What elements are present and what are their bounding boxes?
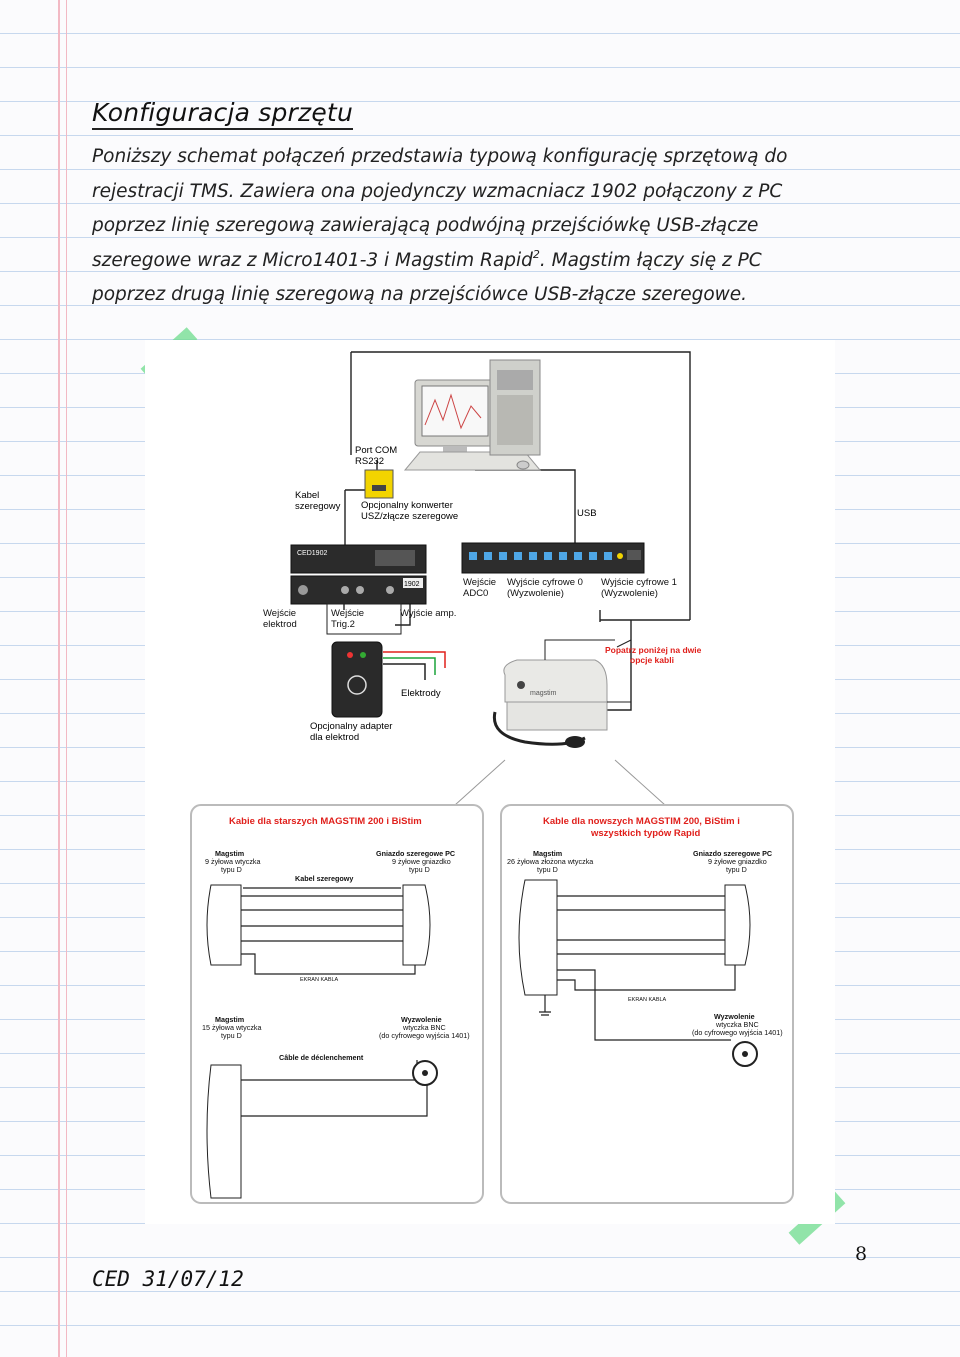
trig-input-label: Wejście [331, 608, 364, 619]
cable-note: Magstim [533, 849, 562, 858]
footnote-ref: 2 [532, 247, 540, 261]
amp-output-label: Wyjście amp. [400, 608, 456, 619]
magstim-stimulator: magstim [492, 659, 608, 748]
db15-connector [206, 1064, 242, 1199]
right-box-title: Kable dla nowszych MAGSTIM 200, BiStim i [543, 816, 740, 827]
cable-note: EKRAN KABLA [300, 977, 339, 983]
usb-label: USB [577, 508, 597, 519]
adc-label: ADC0 [463, 588, 488, 599]
intro-line: rejestracji TMS. Zawiera ona pojedynczy … [92, 180, 783, 202]
cable-note: Magstim [215, 849, 244, 858]
cable-note: typu D [221, 1031, 242, 1040]
page-number: 8 [855, 1243, 868, 1265]
micro1401-unit [461, 542, 645, 574]
port-com-label: RS232 [355, 456, 384, 467]
adapter-label: Opcjonalny adapter [310, 721, 392, 732]
digital-out0-label: Wyjście cyfrowe 0 [507, 577, 583, 588]
cable-note: wtyczka BNC [715, 1020, 759, 1029]
cable-note: Magstim [215, 1015, 244, 1024]
cable-note: typu D [537, 865, 558, 874]
pc-illustration [403, 359, 542, 471]
cable-note: Gniazdo szeregowe PC [693, 849, 772, 858]
cable-note: Wyzwolenie [401, 1015, 442, 1024]
electrode-adapter [331, 641, 383, 718]
db26-connector [518, 879, 558, 996]
see-below-label: Popatrz poniżej na dwie [605, 645, 702, 655]
digital-out1-label: Wyjście cyfrowe 1 [601, 577, 677, 588]
cable-note: EKRAN KABLA [628, 997, 667, 1003]
intro-text: szeregowe wraz z Micro1401-3 i Magstim R… [92, 249, 533, 271]
db9-connector-left [206, 884, 242, 966]
cable-note: typu D [409, 865, 430, 874]
cable-note: wtyczka BNC [402, 1023, 446, 1032]
converter-label: USZ/złącze szeregowe [361, 511, 458, 522]
com-port-adapter [364, 469, 394, 499]
serial-cable-label: szeregowy [295, 501, 341, 512]
right-cable-box [500, 804, 794, 1204]
cable-note: Câble de déclenchement [279, 1053, 364, 1062]
port-com-label: Port COM [355, 445, 397, 456]
digital-out0-label: (Wyzwolenie) [507, 588, 564, 599]
cable-note: 15 żyłowa wtyczka [202, 1023, 262, 1032]
hardware-diagram: Port COM RS232 Kabel szeregowy Opcjonaln… [145, 340, 835, 1224]
intro-paragraph: Poniższy schemat połączeń przedstawia ty… [92, 140, 852, 313]
magstim-brand-label: magstim [530, 690, 557, 697]
cable-note: (do cyfrowego wyjścia 1401) [692, 1028, 783, 1037]
trig-input-label: Trig.2 [331, 619, 355, 630]
cable-note: Gniazdo szeregowe PC [376, 849, 455, 858]
cable-note: 9 żyłowe gniazdko [708, 857, 767, 866]
right-box-title: wszystkich typów Rapid [590, 828, 700, 839]
adapter-label: dla elektrod [310, 732, 359, 743]
digital-out1-label: (Wyzwolenie) [601, 588, 658, 599]
db9-connector-pc [724, 884, 751, 966]
footer-date: CED 31/07/12 [92, 1267, 244, 1291]
converter-label: Opcjonalny konwerter [361, 500, 453, 511]
intro-line: poprzez linię szeregową zawierającą podw… [92, 215, 759, 236]
electrode-input-label: elektrod [263, 619, 297, 630]
db9-connector-right [402, 884, 431, 966]
intro-line: Poniższy schemat połączeń przedstawia ty… [92, 146, 788, 167]
cable-note: 9 żyłowa wtyczka [205, 857, 261, 866]
serial-cable-label: Kabel [295, 490, 319, 501]
ced1902-label: CED1902 [297, 550, 327, 557]
cable-note: Kabel szeregowy [295, 874, 353, 883]
unit-1902-label: 1902 [404, 581, 420, 588]
cable-note: (do cyfrowego wyjścia 1401) [379, 1031, 470, 1040]
left-box-title: Kabie dla starszych MAGSTIM 200 i BiStim [229, 816, 422, 827]
cable-note: Wyzwolenie [714, 1012, 755, 1021]
ced1902-amplifier: CED1902 1902 [290, 544, 427, 605]
electrode-input-label: Wejście [263, 608, 296, 619]
intro-line: poprzez drugą linię szeregową na przejśc… [92, 284, 748, 305]
see-below-label: opcje kabli [630, 655, 674, 665]
cable-note: 9 żyłowe gniazdko [392, 857, 451, 866]
intro-line: szeregowe wraz z Micro1401-3 i Magstim R… [92, 244, 852, 279]
intro-text: . Magstim łączy się z PC [539, 249, 762, 271]
cable-note: typu D [726, 865, 747, 874]
cable-note: 26 żyłowa złożona wtyczka [507, 857, 593, 866]
adc-label: Wejście [463, 577, 496, 588]
cable-note: typu D [221, 865, 242, 874]
diagram-svg: Port COM RS232 Kabel szeregowy Opcjonaln… [190, 351, 794, 1204]
electrodes-label: Elektrody [401, 688, 441, 699]
page-heading: Konfiguracja sprzętu [92, 98, 353, 130]
